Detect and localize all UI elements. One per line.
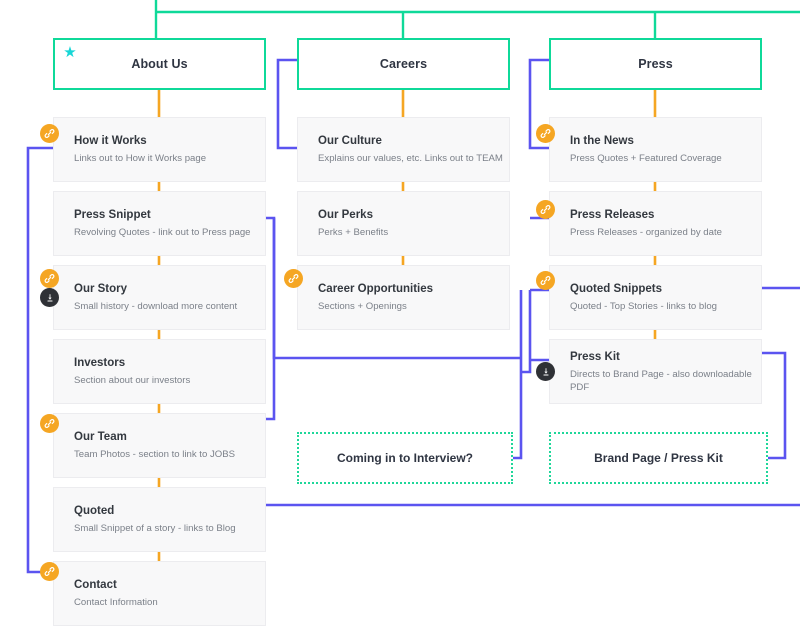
card-title: Quoted Snippets [570,283,662,295]
card-description: Links out to How it Works page [74,153,207,164]
card-investors[interactable]: Investors Section about our investors [53,339,266,404]
card-title: Contact [74,579,117,591]
card-title: How it Works [74,135,147,147]
card-description: Sections + Openings [318,301,407,312]
link-icon[interactable] [536,200,555,219]
card-title: Quoted [74,505,115,517]
card-description: Directs to Brand Page - also downloadabl… [570,368,752,393]
card-description: Quoted - Top Stories - links to blog [570,301,718,312]
card-career-opportunities[interactable]: Career Opportunities Sections + Openings [297,265,510,330]
link-icon[interactable] [40,269,59,288]
card-quoted-snippets[interactable]: Quoted Snippets Quoted - Top Stories - l… [549,265,762,330]
top-node-label: Press [638,57,673,71]
card-how-it-works[interactable]: How it Works Links out to How it Works p… [53,117,266,182]
terminal-brand-page-press-kit[interactable]: Brand Page / Press Kit [549,432,768,484]
terminal-label: Coming in to Interview? [336,451,473,465]
card-title: Our Story [74,283,128,295]
card-description: Section about our investors [74,375,191,386]
terminal-label: Brand Page / Press Kit [594,451,723,465]
top-node-careers[interactable]: Careers [297,38,510,90]
download-icon[interactable] [40,288,59,307]
link-icon[interactable] [284,269,303,288]
link-icon[interactable] [40,124,59,143]
card-title: Our Perks [318,209,373,221]
terminal-coming-in-to-interview[interactable]: Coming in to Interview? [297,432,513,484]
card-title: Press Releases [570,209,655,221]
card-title: In the News [570,135,634,147]
card-description: Small history - download more content [74,301,238,312]
card-contact[interactable]: Contact Contact Information [53,561,266,626]
card-description: Explains our values, etc. Links out to T… [318,153,503,164]
card-our-perks[interactable]: Our Perks Perks + Benefits [297,191,510,256]
star-icon: ★ [63,44,77,61]
card-description: Contact Information [74,597,158,608]
link-icon[interactable] [40,562,59,581]
download-icon[interactable] [536,362,555,381]
top-node-about-us[interactable]: ★ About Us [53,38,266,90]
card-description: Press Quotes + Featured Coverage [570,153,722,164]
top-node-label: Careers [379,57,428,71]
card-our-culture[interactable]: Our Culture Explains our values, etc. Li… [297,117,510,182]
card-description: Perks + Benefits [318,227,389,238]
sitemap-diagram-canvas: ★ About Us How it Works Links out to How… [26,0,800,626]
card-press-snippet[interactable]: Press Snippet Revolving Quotes - link ou… [53,191,266,256]
top-node-press[interactable]: Press [549,38,762,90]
card-title: Investors [74,357,126,369]
card-title: Career Opportunities [318,283,434,295]
card-quoted[interactable]: Quoted Small Snippet of a story - links … [53,487,266,552]
card-description: Revolving Quotes - link out to Press pag… [74,227,251,238]
card-title: Press Kit [570,350,620,363]
link-icon[interactable] [536,124,555,143]
card-title: Our Culture [318,135,382,147]
card-our-team[interactable]: Our Team Team Photos - section to link t… [53,413,266,478]
card-press-releases[interactable]: Press Releases Press Releases - organize… [549,191,762,256]
card-title: Our Team [74,431,127,443]
card-press-kit[interactable]: Press Kit Directs to Brand Page - also d… [549,339,762,404]
link-icon[interactable] [40,414,59,433]
card-our-story[interactable]: Our Story Small history - download more … [53,265,266,330]
card-description: Small Snippet of a story - links to Blog [74,523,236,534]
card-description: Team Photos - section to link to JOBS [74,449,236,460]
card-title: Press Snippet [74,209,151,221]
card-in-the-news[interactable]: In the News Press Quotes + Featured Cove… [549,117,762,182]
card-description: Press Releases - organized by date [570,227,722,238]
link-icon[interactable] [536,271,555,290]
top-node-label: About Us [131,57,188,71]
